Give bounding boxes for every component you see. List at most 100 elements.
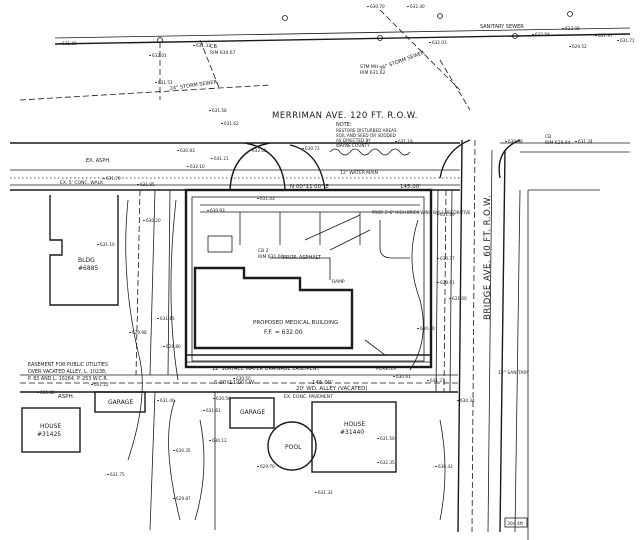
spot-elevation: 631.51 (158, 80, 173, 85)
contour-line (194, 419, 205, 521)
svg-text:NOTE:: NOTE: (336, 122, 352, 128)
garage-left (94, 391, 146, 413)
easement-strip: 12' SURFACE WATER DRAINAGE EASEMENT PLAN… (186, 339, 431, 372)
spot-elevation: 630.72 (305, 146, 320, 151)
driveway-curve (289, 144, 326, 191)
ramp-label: RAMP (332, 279, 345, 285)
sewer-label: SANITARY SEWER (480, 24, 524, 30)
spot-elevation: 632.40 (410, 4, 425, 9)
contour-line (409, 219, 424, 371)
spot-elevation: 631.75 (110, 472, 125, 477)
spot-elevation: 631.03 (260, 196, 275, 201)
svg-text:AS DIRECTED BY: AS DIRECTED BY (336, 138, 371, 143)
sewer-label: 36" STORM SEWER (379, 50, 426, 72)
alley-label: 20' WD. ALLEY (VACATED) (296, 386, 368, 392)
conc-walk-label: EX. 5' CONC. WALK (60, 180, 104, 186)
wall-label: PROP. 2'-6" HIGH BRICK WING WALL DECORAT… (372, 210, 471, 215)
spot-elevation: 631.27 (430, 378, 445, 383)
spot-elevation: 631.33 (196, 43, 211, 48)
manhole-marker (512, 33, 518, 39)
spot-elevation: 630.56 (216, 396, 231, 401)
distance-north: 145.00' (400, 184, 421, 190)
spot-elevation: 631.95 (140, 182, 155, 187)
spot-elevation: 630.61 (396, 374, 411, 379)
public-easement-1: EASEMENT FOR PUBLIC UTILITIES (28, 362, 108, 368)
svg-text:STM MH: STM MH (360, 64, 378, 70)
scale-note: 30d 4ft (504, 517, 528, 528)
sewer-offset-line (54, 27, 631, 39)
svg-text:GARAGE: GARAGE (108, 399, 133, 406)
planter-label: PLANTER (376, 366, 397, 372)
vacated-alley: 20' WD. ALLEY (VACATED) EASEMENT FOR PUB… (20, 362, 458, 400)
sewer-label: 24" STORM SEWER (169, 79, 218, 92)
sewer-lines: SANITARY SEWER 36" STORM SEWER 24" STORM… (19, 9, 631, 111)
spot-elevation: 629.52 (572, 44, 587, 49)
contour-line (439, 419, 446, 521)
spot-elevation: 632.58 (535, 32, 550, 37)
south-lots: HOUSE #31425 GARAGE GARAGE POOL HOUSE #3… (21, 391, 397, 531)
svg-text:WAYNE COUNTY: WAYNE COUNTY (336, 143, 370, 148)
spot-elevation: 629.87 (176, 496, 191, 501)
garage-mid (229, 397, 275, 429)
manhole-marker (157, 37, 163, 43)
svg-text:RIM 629.04: RIM 629.04 (545, 140, 571, 146)
cb2-label: CB 2 (258, 248, 269, 254)
spot-elevation: 631.89 (62, 41, 77, 46)
spot-elevation: 631.50 (380, 436, 395, 441)
spot-elevation: 632.05 (252, 148, 267, 153)
svg-text:CB: CB (210, 44, 217, 50)
svg-text:RIM 631.62: RIM 631.62 (360, 70, 386, 76)
contour-line (168, 399, 181, 521)
water-main-label: 12" WATER MAIN (340, 170, 378, 176)
spot-elevation: 631.85 (160, 316, 175, 321)
spot-elevation: 631.40 (160, 398, 175, 403)
street-name-bridge: BRIDGE AVE. 60 FT. R.O.W. (483, 195, 493, 320)
public-easement-3: P. 83 AND L. 10264, P. 253 W.C.R. (28, 376, 108, 382)
curb-line (379, 220, 410, 259)
building-label: PROPOSED MEDICAL BUILDING (253, 320, 338, 326)
spot-elevation: 630.50 (236, 376, 251, 381)
house-right (311, 401, 397, 473)
finish-floor-elevation: F.F. = 632.00 (264, 329, 303, 336)
existing-building: BLDG #6885 (49, 195, 119, 306)
note-block: NOTE: RESTORE DISTURBED AREAS SOIL AND S… (336, 122, 397, 148)
curb-line (270, 257, 331, 280)
spot-elevation: 629.91 (440, 280, 455, 285)
spot-elevation: 629.70 (260, 464, 275, 469)
spot-elevation: 630.88 (40, 390, 55, 395)
storm-24-line (19, 84, 271, 101)
svg-text:#31440: #31440 (340, 429, 364, 436)
bldg-number: #6885 (78, 265, 98, 272)
spot-elevation: 631.61 (206, 408, 221, 413)
street-name-merriman: MERRIMAN AVE. 120 FT. R.O.W. (272, 111, 418, 121)
manhole-marker (282, 15, 288, 21)
asphalt-label: PROP. ASPHALT (283, 255, 322, 261)
svg-text:HOUSE: HOUSE (344, 421, 365, 428)
svg-text:SOIL AND SEED OR SODDED: SOIL AND SEED OR SODDED (336, 133, 396, 138)
spot-elevation: 630.43 (438, 464, 453, 469)
bldg-label: BLDG (78, 257, 95, 264)
manhole-marker (567, 11, 573, 17)
svg-text:30d 4ft: 30d 4ft (507, 521, 523, 527)
hedge-line (329, 148, 411, 156)
spot-elevation: 629.98 (132, 330, 147, 335)
svg-text:RESTORE DISTURBED AREAS: RESTORE DISTURBED AREAS (336, 128, 397, 133)
spot-elevation: 630.77 (440, 256, 455, 261)
bearing-south: S 00°11'00" W (214, 380, 255, 386)
svg-text:HOUSE: HOUSE (40, 423, 61, 430)
spot-elevation: 630.83 (180, 148, 195, 153)
contour-line (170, 199, 179, 381)
spot-elevation: 629.80 (166, 344, 181, 349)
left-utilities (125, 189, 205, 521)
bridge-avenue: BRIDGE AVE. 60 FT. R.O.W. (457, 139, 600, 540)
manhole-marker (377, 35, 383, 41)
spot-elevation: 631.24 (578, 139, 593, 144)
driveway-curve (244, 142, 286, 191)
spot-elevation: 631.58 (212, 108, 227, 113)
house-left (21, 407, 81, 453)
spot-elevation: 631.10 (100, 242, 115, 247)
landscape-island (207, 235, 233, 253)
storm-diag (439, 59, 471, 111)
asphalt-left-label: ASPH. (58, 394, 75, 400)
